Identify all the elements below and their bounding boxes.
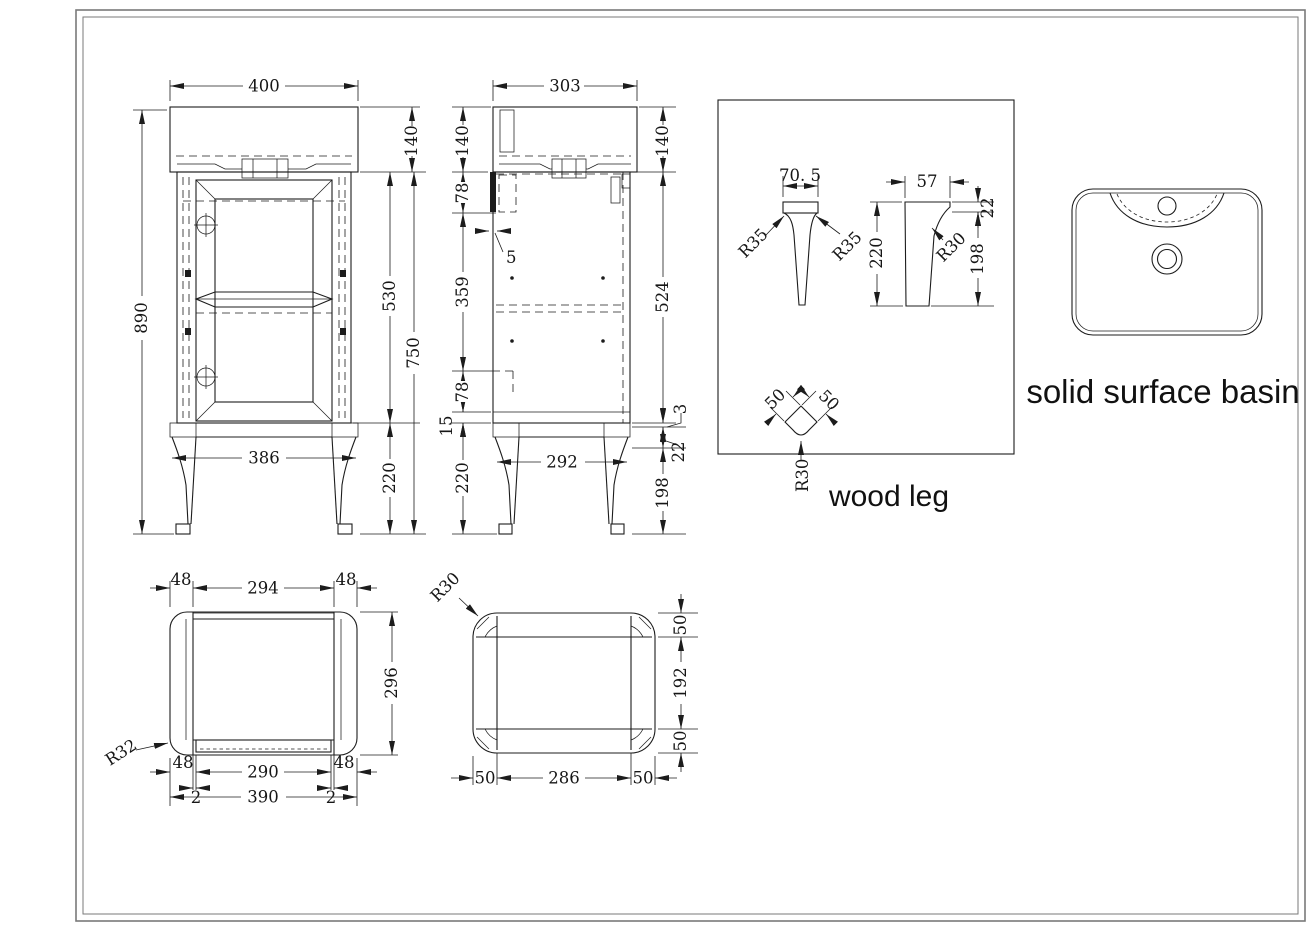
basin-recess — [1109, 192, 1225, 228]
dim-corner-radius-r32: R32 — [102, 735, 140, 769]
dim-bottom-right: 48 — [334, 753, 355, 772]
basin-label: solid surface basin — [1026, 373, 1299, 410]
front-cabinet — [176, 171, 352, 424]
dim-leg-taper-height: 198 — [968, 243, 987, 275]
dim-front-basin-height: 140 — [402, 125, 421, 157]
dim-top-left: 48 — [171, 570, 192, 589]
dim-leg-side-width: 57 — [917, 172, 938, 191]
front-base-legs — [169, 422, 359, 535]
dim-front-cabinet-height: 530 — [380, 280, 399, 312]
dim-side-trim: 3 — [671, 404, 690, 415]
dim-side-back-gap: 78 — [453, 183, 472, 204]
dim-leg-fillet-right: R35 — [829, 228, 866, 265]
hinge-block — [340, 328, 346, 335]
back-panel-hatch — [192, 612, 335, 620]
top-view-dimensions: 48 294 48 296 48 290 48 2 2 390 R32 — [102, 570, 401, 807]
dim-side-leg-span: 292 — [546, 453, 578, 472]
side-base-legs — [492, 422, 631, 535]
hinge-block — [340, 270, 346, 277]
dim-top-right: 48 — [336, 570, 357, 589]
dim-side-depth: 303 — [549, 77, 581, 96]
dim-leg-plan-right: 50 — [815, 386, 843, 414]
dim-base-corner-radius: R30 — [427, 569, 464, 606]
dim-total-width: 390 — [247, 788, 279, 807]
hinge-symbol-bottom — [194, 365, 218, 389]
front-view: 400 890 140 530 220 750 386 — [132, 77, 426, 535]
section-cut — [490, 172, 496, 212]
dim-leg-height: 220 — [867, 237, 886, 269]
corner-leg-sections — [476, 616, 652, 750]
dim-leg-front-width: 70. 5 — [779, 166, 821, 185]
sheet-border — [75, 9, 1306, 922]
dim-side-rail-height: 22 — [669, 442, 688, 463]
wood-leg-detail: 70. 5 R35 R35 220 57 22 R30 198 50 50 R3… — [717, 99, 1015, 513]
dim-leg-cap-height: 22 — [978, 198, 997, 219]
side-basin — [492, 106, 638, 179]
drain-hole-outer — [1151, 243, 1183, 275]
base-plan-dimensions: R30 50 192 50 50 286 50 — [427, 569, 698, 788]
base-plan: R30 50 192 50 50 286 50 — [427, 569, 698, 788]
dim-front-total-height: 890 — [132, 302, 151, 334]
side-cabinet — [490, 171, 631, 424]
dim-front-upper-height: 750 — [404, 337, 423, 369]
dim-base-right-top: 50 — [671, 615, 690, 636]
dim-offset-right: 2 — [326, 788, 337, 807]
dim-top-depth: 296 — [382, 667, 401, 699]
basin-plan: solid surface basin — [1026, 188, 1300, 410]
leg-dimensions: 70. 5 R35 R35 220 57 22 R30 198 50 50 R3… — [735, 166, 997, 492]
dim-side-base-gap: 15 — [437, 416, 456, 437]
dim-leg-plan-left: 50 — [761, 385, 789, 413]
side-view: 303 140 78 359 78 15 220 5 140 524 3 22 … — [437, 77, 690, 535]
dim-base-right-middle: 192 — [671, 667, 690, 699]
hinge-symbol-top — [194, 213, 218, 237]
dim-side-leg-taper: 198 — [653, 477, 672, 509]
dim-bottom-middle: 290 — [247, 763, 279, 782]
dim-leg-fillet-left: R35 — [735, 225, 772, 262]
side-dimensions: 303 140 78 359 78 15 220 5 140 524 3 22 … — [437, 77, 690, 535]
dim-side-leg-height: 220 — [453, 462, 472, 494]
dim-leg-plan-fillet: R30 — [793, 459, 812, 492]
front-basin — [169, 106, 359, 179]
leg-plan-view — [784, 405, 818, 436]
dim-base-bottom-right: 50 — [633, 769, 654, 788]
front-dimensions: 400 890 140 530 220 750 386 — [132, 77, 426, 535]
dim-bottom-left: 48 — [173, 753, 194, 772]
dim-front-leg-height: 220 — [380, 462, 399, 494]
dim-side-thickness: 5 — [506, 248, 517, 267]
drain-hole-inner — [1156, 248, 1178, 270]
leg-front-view — [782, 201, 819, 306]
wood-leg-label: wood leg — [828, 480, 949, 513]
dim-side-mid-height: 359 — [453, 276, 472, 308]
dim-front-leg-span: 386 — [248, 449, 280, 468]
dim-base-bottom-left: 50 — [475, 769, 496, 788]
detail-box — [717, 99, 1015, 455]
dim-side-inner-height: 524 — [653, 281, 672, 313]
dim-side-basin-height-right: 140 — [653, 125, 672, 157]
hinge-block — [185, 270, 191, 277]
front-shelf — [194, 291, 334, 308]
dim-side-basin-height-left: 140 — [453, 125, 472, 157]
hinge-block — [185, 328, 191, 335]
faucet-hole — [1157, 196, 1177, 216]
dim-base-right-bottom: 50 — [671, 731, 690, 752]
dim-side-lower-gap: 78 — [453, 382, 472, 403]
dim-top-middle: 294 — [247, 579, 279, 598]
dim-base-bottom-middle: 286 — [548, 769, 580, 788]
dim-offset-left: 2 — [191, 788, 202, 807]
cabinet-top-view: 48 294 48 296 48 290 48 2 2 390 R32 — [102, 570, 401, 807]
front-door-strip — [195, 739, 332, 753]
dim-front-width: 400 — [248, 77, 280, 96]
front-door — [183, 179, 345, 422]
